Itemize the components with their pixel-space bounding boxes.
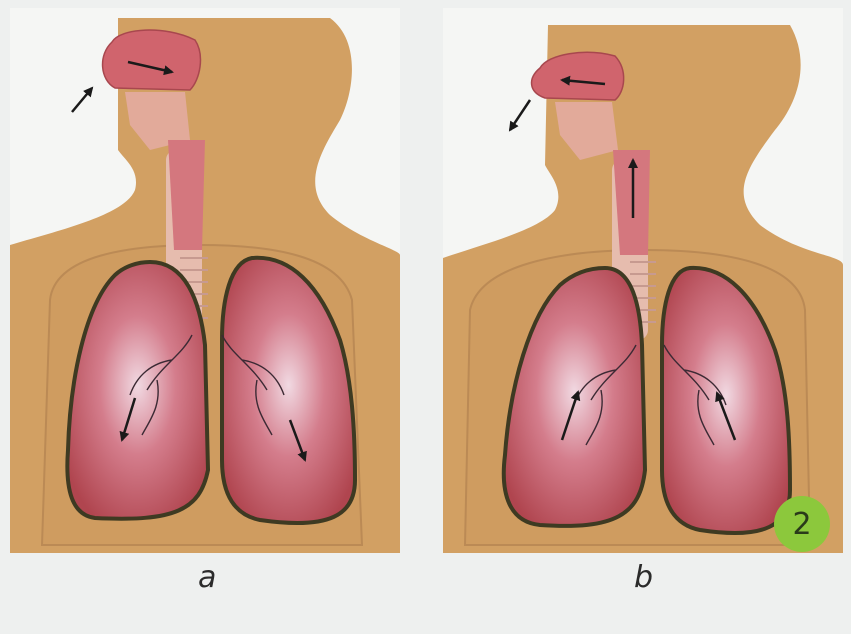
panel-a <box>10 8 400 553</box>
figure-number-badge: 2 <box>774 496 830 552</box>
panel-a-larynx <box>168 140 205 250</box>
panel-a-caption: a <box>198 560 216 595</box>
panel-b <box>443 8 843 553</box>
panel-b-caption: b <box>634 560 653 595</box>
panel-a-nasal-cavity <box>103 30 201 90</box>
